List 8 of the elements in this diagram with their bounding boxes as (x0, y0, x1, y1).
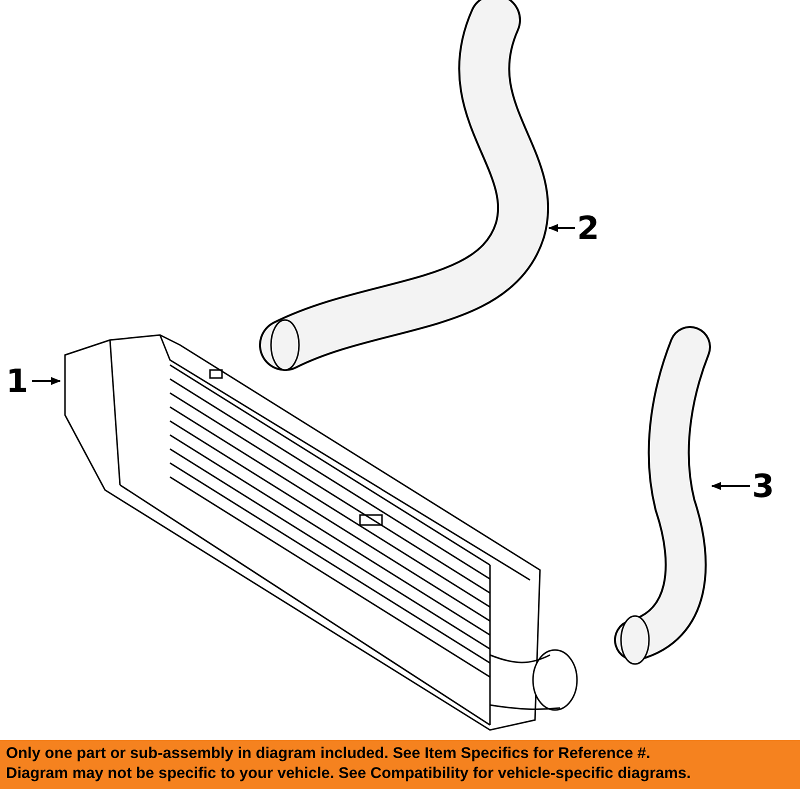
notice-text: Only one part or sub-assembly in diagram included. See Item Specifics for Reference #. (6, 744, 652, 764)
leader-arrow (711, 482, 750, 490)
callout-number: 1 (6, 365, 28, 397)
callout-number: 3 (752, 470, 774, 502)
leader-arrow (548, 224, 575, 232)
callout-number: 2 (577, 212, 600, 244)
notice-text: Diagram may not be specific to your vehicle. See Compatibility for vehicle-specific diagrams. (6, 764, 692, 784)
leader-arrow (32, 377, 61, 385)
